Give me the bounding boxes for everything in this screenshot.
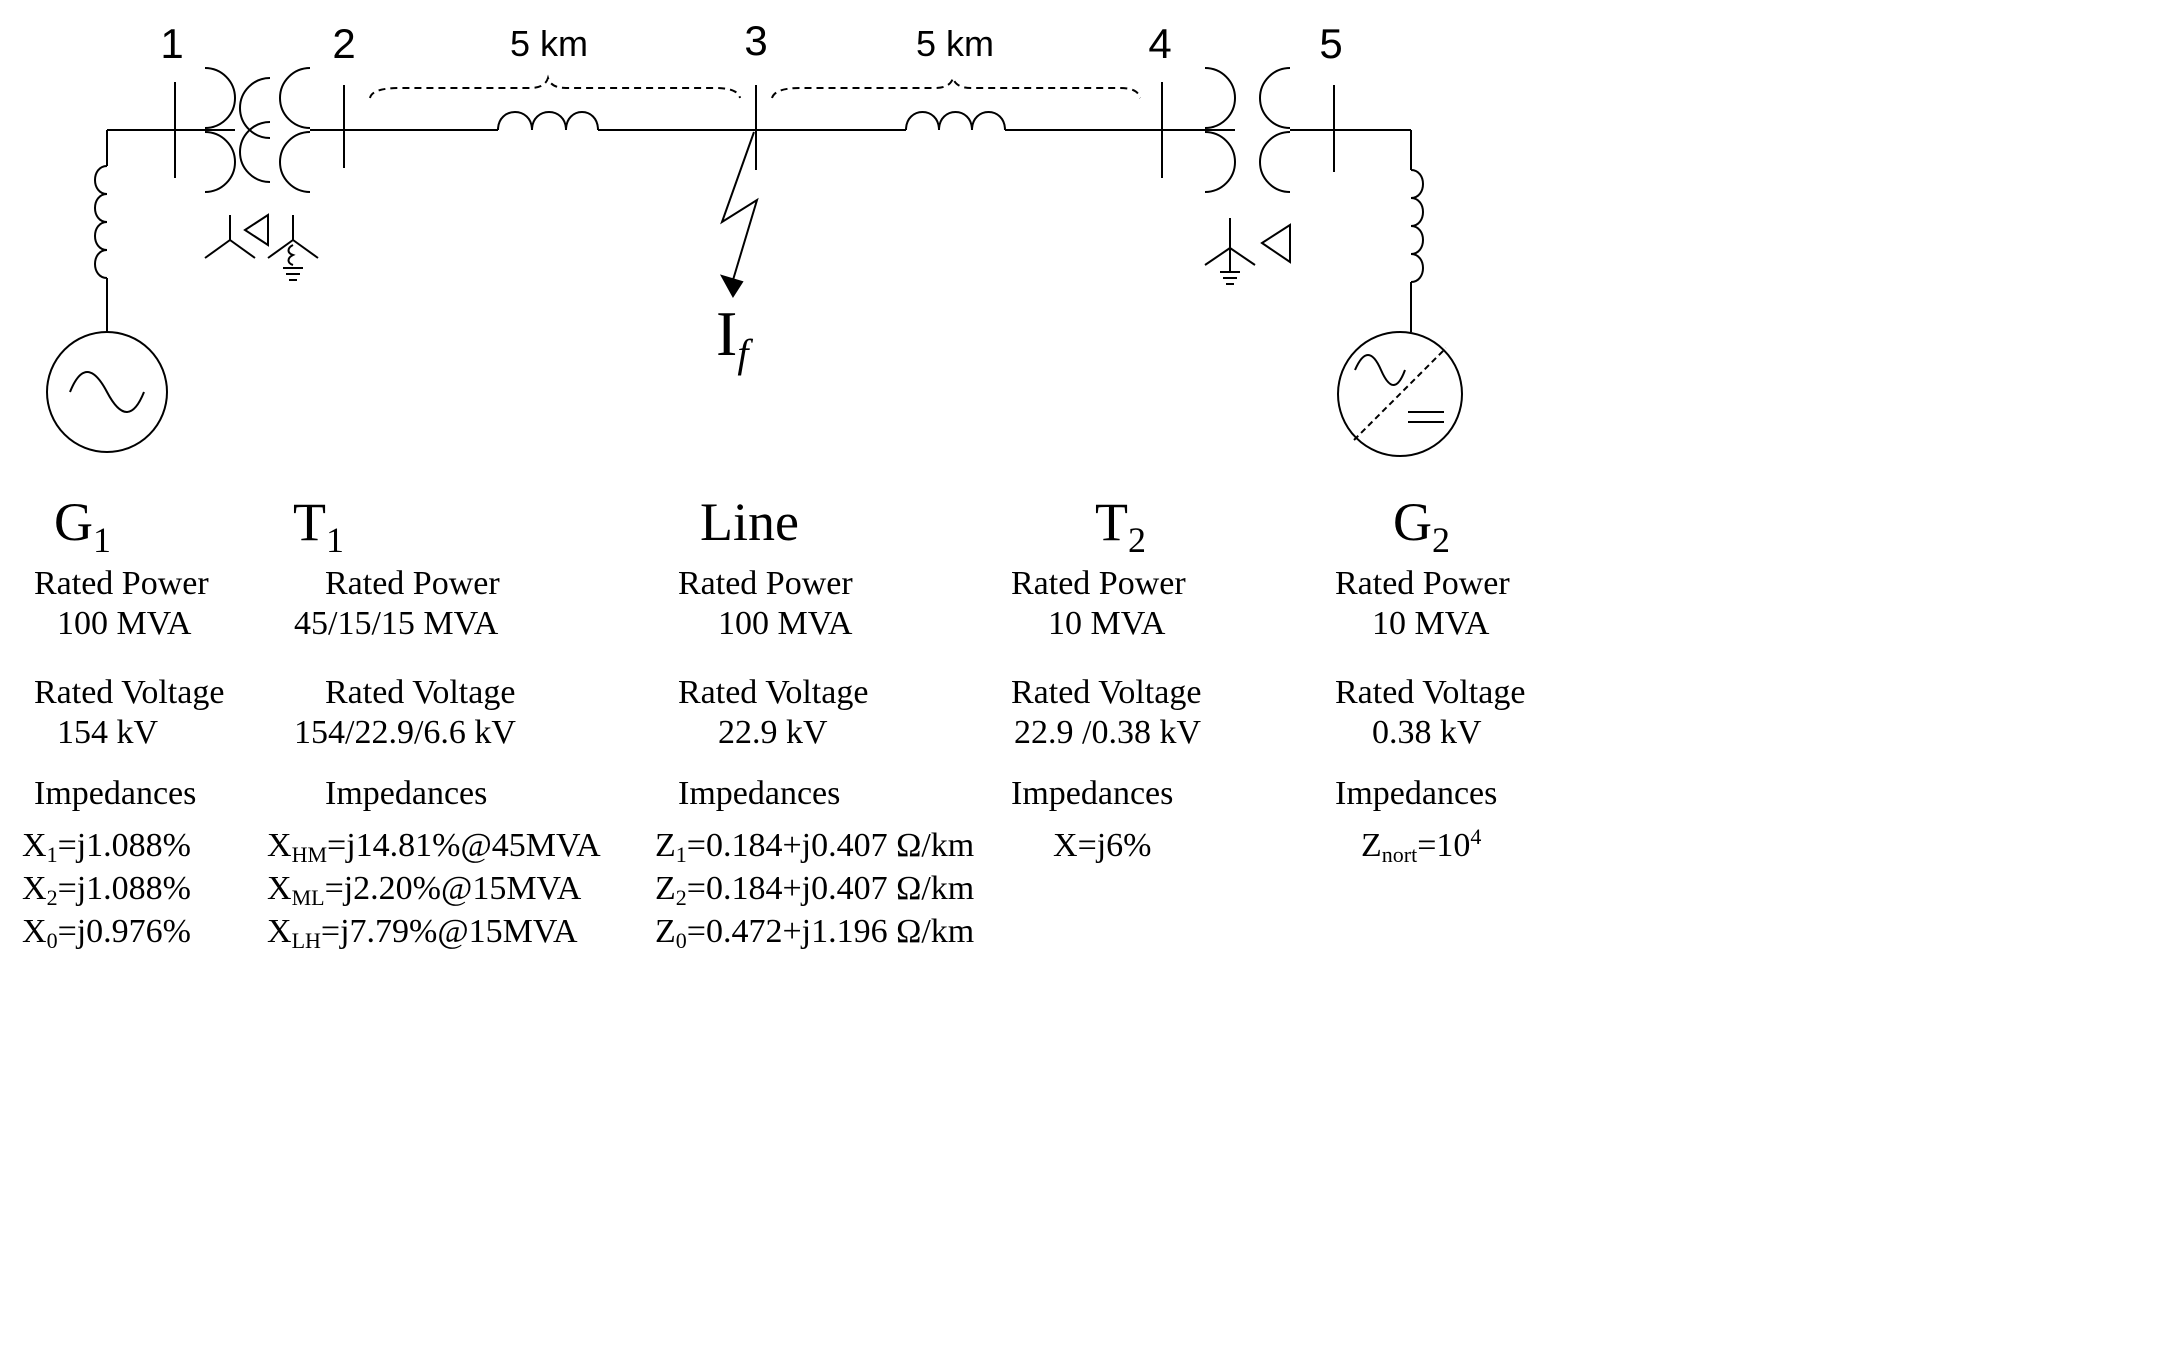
line-inductor-2: [905, 111, 1006, 131]
t2-data-column: T2 Rated Power 10 MVA Rated Voltage 22.9…: [1011, 480, 1201, 867]
g2-rated-power-label: Rated Power: [1335, 565, 1510, 602]
line-impedances-label: Impedances: [678, 775, 841, 812]
bus-label-4: 4: [1148, 20, 1171, 67]
g1-impedance-x1: X1=j1.088%: [22, 827, 192, 867]
line-rated-power-label: Rated Power: [678, 565, 853, 602]
sine-wave-icon: [69, 371, 145, 413]
t2-rated-power-label: Rated Power: [1011, 565, 1186, 602]
t1-rated-voltage-label: Rated Voltage: [325, 674, 516, 711]
transformer-t2-icon: [1204, 67, 1291, 285]
inverter-sine-icon: [1354, 354, 1406, 386]
g1-data-column: G1 Rated Power 100 MVA Rated Voltage 154…: [22, 480, 224, 953]
fault-arrow-icon: [720, 131, 759, 281]
line-inductor-1: [497, 111, 599, 131]
line-rated-power-value: 100 MVA: [718, 605, 853, 642]
t1-data-column: T1 Rated Power 45/15/15 MVA Rated Voltag…: [267, 480, 601, 953]
g2-title: G2: [1393, 492, 1450, 560]
line-data-column: Line Rated Power 100 MVA Rated Voltage 2…: [655, 480, 974, 953]
line-length-2: 5 km: [916, 23, 994, 64]
line-rated-voltage-value: 22.9 kV: [718, 714, 828, 751]
line-impedance-z1: Z1=0.184+j0.407 Ω/km: [655, 827, 975, 867]
line-impedance-z0: Z0=0.472+j1.196 Ω/km: [655, 913, 975, 953]
distance-brace-1: [369, 74, 741, 99]
g1-impedances-label: Impedances: [34, 775, 197, 812]
g1-title: G1: [54, 492, 111, 560]
generator-g2-reactance: [1410, 169, 1424, 283]
g1-impedance-x0: X0=j0.976%: [22, 913, 192, 953]
generator-g2-icon: [1337, 331, 1463, 457]
inverter-diagonal: [1353, 347, 1447, 441]
t1-impedance-xlh: XLH=j7.79%@15MVA: [267, 913, 578, 953]
t1-title: T1: [293, 492, 344, 560]
t1-rated-voltage-value: 154/22.9/6.6 kV: [294, 714, 516, 751]
g1-rated-power-label: Rated Power: [34, 565, 209, 602]
t2-impedances-label: Impedances: [1011, 775, 1174, 812]
g1-rated-voltage-label: Rated Voltage: [34, 674, 225, 711]
t2-rated-power-value: 10 MVA: [1048, 605, 1166, 642]
bus-label-1: 1: [160, 20, 183, 67]
t1-impedance-xhm: XHM=j14.81%@45MVA: [267, 827, 601, 867]
one-line-diagram: 1 2 3 4 5 5 km 5 km If: [46, 17, 1463, 457]
g2-impedances-label: Impedances: [1335, 775, 1498, 812]
t1-impedance-xml: XML=j2.20%@15MVA: [267, 870, 582, 910]
line-impedance-z2: Z2=0.184+j0.407 Ω/km: [655, 870, 975, 910]
g2-rated-power-value: 10 MVA: [1372, 605, 1490, 642]
line-rated-voltage-label: Rated Voltage: [678, 674, 869, 711]
t2-title: T2: [1095, 492, 1146, 560]
t1-rated-power-value: 45/15/15 MVA: [294, 605, 499, 642]
bus-label-2: 2: [332, 20, 355, 67]
line-length-1: 5 km: [510, 23, 588, 64]
g1-rated-voltage-value: 154 kV: [57, 714, 159, 751]
t1-rated-power-label: Rated Power: [325, 565, 500, 602]
bus-label-3: 3: [744, 17, 767, 64]
line-title: Line: [700, 492, 799, 552]
distance-brace-2: [771, 74, 1141, 99]
t1-impedances-label: Impedances: [325, 775, 488, 812]
transformer-t1-icon: [204, 67, 319, 281]
g2-data-column: G2 Rated Power 10 MVA Rated Voltage 0.38…: [1335, 480, 1525, 867]
g2-rated-voltage-value: 0.38 kV: [1372, 714, 1482, 751]
fault-current-label: If: [716, 298, 753, 376]
t2-rated-voltage-value: 22.9 /0.38 kV: [1014, 714, 1201, 751]
generator-g1-reactance: [94, 165, 108, 280]
t2-impedance-x: X=j6%: [1053, 827, 1152, 864]
bus-label-5: 5: [1319, 20, 1342, 67]
g2-impedance-znort: Znort=104: [1361, 824, 1482, 867]
g2-rated-voltage-label: Rated Voltage: [1335, 674, 1526, 711]
t2-rated-voltage-label: Rated Voltage: [1011, 674, 1202, 711]
g1-rated-power-value: 100 MVA: [57, 605, 192, 642]
g1-impedance-x2: X2=j1.088%: [22, 870, 192, 910]
